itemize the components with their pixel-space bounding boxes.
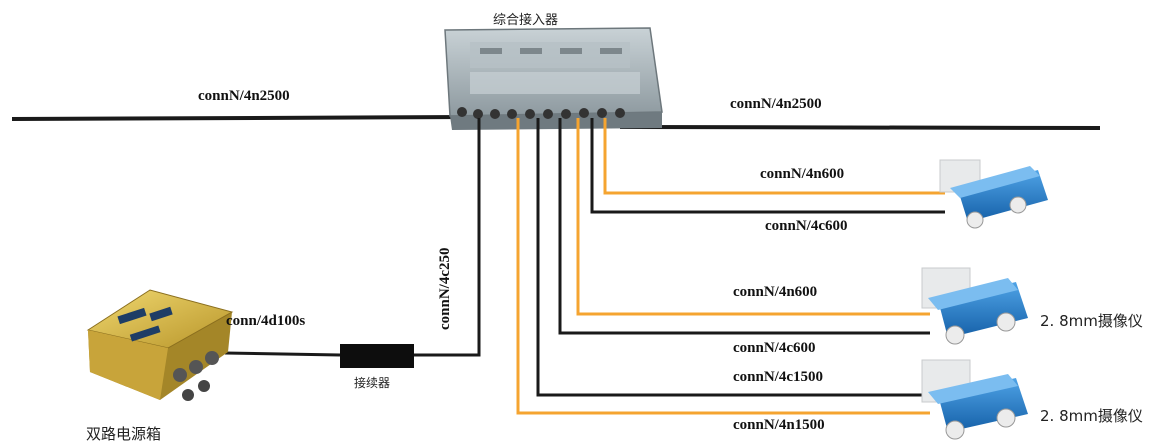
cam2-orange-label: connN/4n600: [733, 284, 817, 301]
connector-device: [340, 344, 414, 368]
main-right-label: connN/4n2500: [730, 96, 822, 113]
camera-2: [922, 268, 1028, 344]
camera-1: [940, 160, 1048, 228]
camera2-label: 2. 8mm摄像仪: [1040, 310, 1143, 331]
vertical-link-label: connN/4c250: [437, 248, 454, 331]
connector-label: 接续器: [354, 374, 390, 391]
cam1-black-label: connN/4c600: [765, 218, 848, 235]
cam3-black-label: connN/4c1500: [733, 369, 823, 386]
camera3-label: 2. 8mm摄像仪: [1040, 405, 1143, 426]
camera-3: [922, 360, 1028, 439]
main-left-label: connN/4n2500: [198, 88, 290, 105]
cam1-black-cable: [592, 118, 945, 212]
cam3-orange-cable: [518, 118, 930, 413]
cam3-orange-label: connN/4n1500: [733, 417, 825, 434]
power-box-label: 双路电源箱: [86, 423, 161, 444]
power-box: [88, 290, 232, 401]
cam2-black-label: connN/4c600: [733, 340, 816, 357]
access-box-title: 综合接入器: [493, 9, 558, 28]
cam1-orange-label: connN/4n600: [760, 166, 844, 183]
power-link-label: conn/4d100s: [226, 313, 305, 330]
power-link-cable: [225, 353, 340, 355]
access-box: [445, 28, 662, 130]
